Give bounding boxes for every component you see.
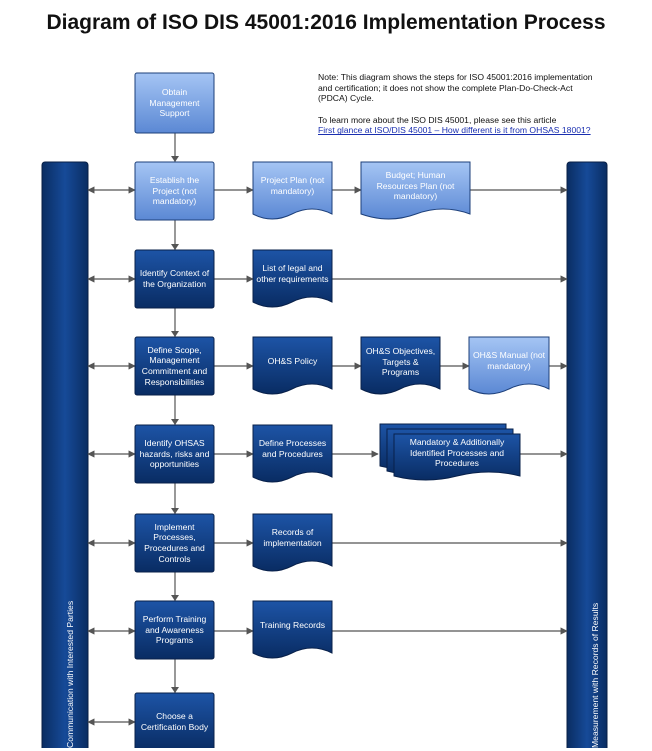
doc-processes-label: Define Processes and Procedures — [258, 438, 327, 459]
doc-shape-budget — [360, 161, 471, 220]
step-box-scope — [134, 336, 215, 396]
left-sidebar — [41, 161, 89, 748]
doc-legal-label: List of legal and other requirements — [256, 263, 329, 284]
doc-shape-project-plan — [252, 161, 333, 220]
doc-shape-processes — [252, 424, 333, 483]
doc-shape-policy — [252, 336, 333, 395]
doc-stack-front — [393, 433, 521, 481]
step-box-training — [134, 600, 215, 660]
doc-training-records-label: Training Records — [259, 619, 326, 630]
doc-mandatory-label: Mandatory & Additionally Identified Proc… — [409, 437, 505, 469]
left-sidebar-label: Communication with Interested Parties — [65, 600, 75, 748]
doc-project-plan-label: Project Plan (not mandatory) — [260, 175, 325, 196]
down-arrowhead — [171, 595, 179, 601]
doc-policy-label: OH&S Policy — [267, 355, 318, 366]
step-obtain-label: Obtain Management Support — [149, 87, 200, 119]
step-box-implement — [134, 513, 215, 573]
step-box-certbody — [134, 692, 215, 748]
doc-shape-legal — [252, 249, 333, 308]
step-context-label: Identify Context of the Organization — [139, 268, 210, 289]
step-implement-label: Implement Processes, Procedures and Cont… — [144, 521, 205, 564]
doc-shape-manual — [468, 336, 550, 395]
step-establish-label: Establish the Project (not mandatory) — [149, 175, 200, 207]
step-training-label: Perform Training and Awareness Programs — [142, 614, 207, 646]
doc-shape-records-impl — [252, 513, 333, 572]
page-title: Diagram of ISO DIS 45001:2016 Implementa… — [46, 11, 606, 34]
article-link[interactable]: First glance at ISO/DIS 45001 – How diff… — [318, 125, 591, 136]
down-arrowhead — [171, 687, 179, 693]
step-box-hazards — [134, 424, 215, 484]
doc-manual-label: OH&S Manual (not mandatory) — [472, 350, 546, 371]
doc-shape-training-records — [252, 600, 333, 659]
step-hazards-label: Identify OHSAS hazards, risks and opport… — [139, 438, 210, 470]
doc-objectives-label: OH&S Objectives, Targets & Programs — [365, 346, 436, 378]
doc-shape-objectives — [360, 336, 441, 395]
diagram-note: Note: This diagram shows the steps for I… — [318, 72, 598, 136]
doc-records-impl-label: Records of implementation — [263, 527, 322, 548]
doc-budget-label: Budget; Human Resources Plan (not mandat… — [376, 170, 455, 202]
step-scope-label: Define Scope, Management Commitment and … — [141, 344, 208, 387]
step-box-establish — [134, 161, 215, 221]
down-arrowhead — [171, 156, 179, 162]
note-article-text: To learn more about the ISO DIS 45001, p… — [318, 114, 557, 125]
down-arrowhead — [171, 244, 179, 250]
step-certbody-label: Choose a Certification Body — [140, 711, 209, 732]
down-arrowhead — [171, 419, 179, 425]
right-sidebar-label: Measurement with Records of Results — [590, 602, 600, 748]
step-box-obtain — [134, 72, 215, 134]
right-sidebar — [566, 161, 608, 748]
step-box-context — [134, 249, 215, 309]
note-text: Note: This diagram shows the steps for I… — [318, 72, 593, 104]
down-arrowhead — [171, 331, 179, 337]
down-arrowhead — [171, 508, 179, 514]
